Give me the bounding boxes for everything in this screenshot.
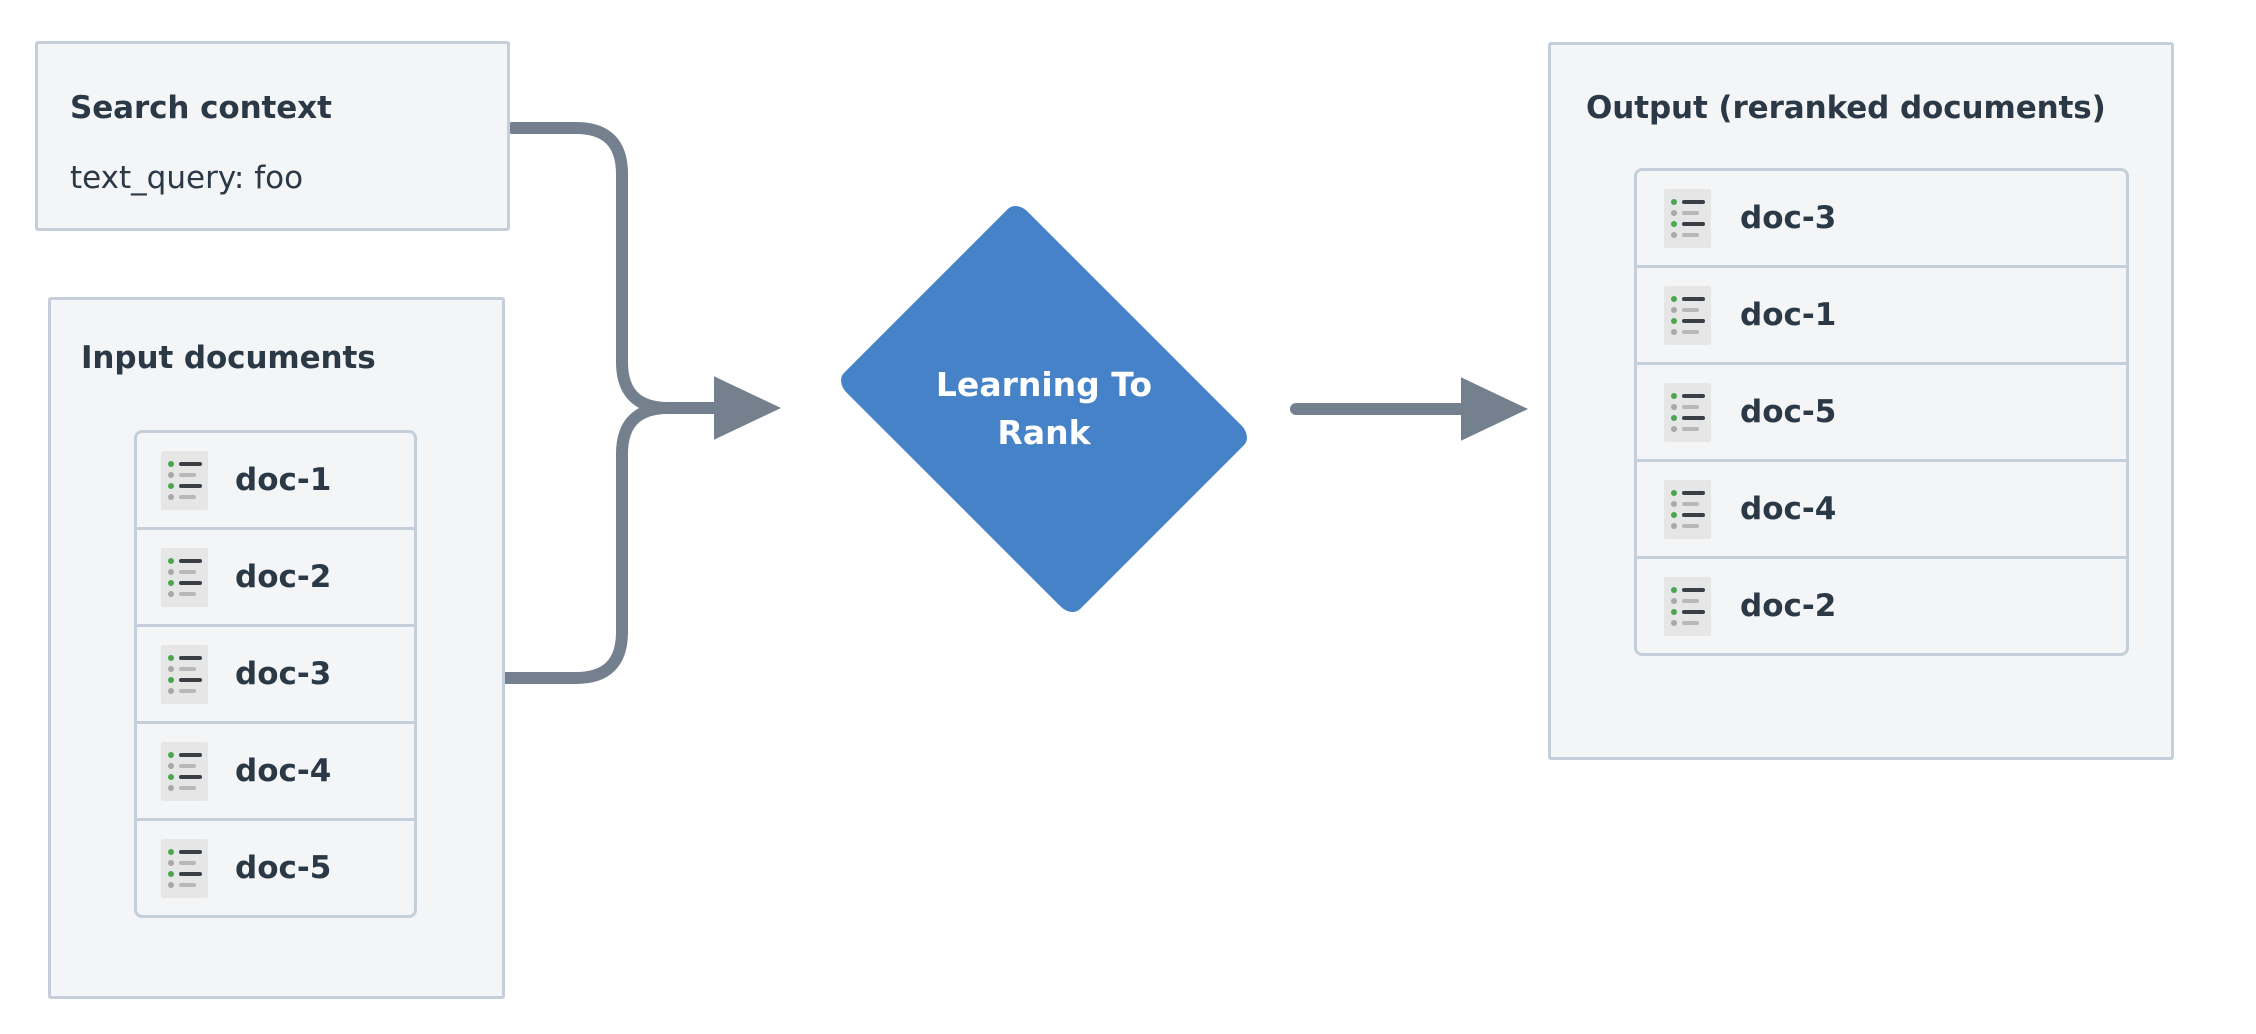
input-document-label: doc-1 — [235, 462, 332, 498]
input-document-row[interactable]: doc-3 — [134, 624, 417, 724]
input-document-row[interactable]: doc-1 — [134, 430, 417, 530]
document-list-icon — [161, 547, 208, 607]
document-list-icon — [1664, 576, 1711, 636]
search-context-text-query: text_query: foo — [70, 160, 304, 196]
learning-to-rank-label: Learning To Rank — [935, 365, 1153, 452]
document-list-icon — [1664, 479, 1711, 539]
document-list-icon — [1664, 188, 1711, 248]
document-list-icon — [161, 644, 208, 704]
input-document-label: doc-5 — [235, 850, 332, 886]
connector-search-context-to-ltr — [506, 122, 782, 440]
output-document-row[interactable]: doc-3 — [1634, 168, 2129, 268]
output-document-label: doc-4 — [1740, 491, 1837, 527]
input-document-label: doc-3 — [235, 656, 332, 692]
output-document-row[interactable]: doc-2 — [1634, 556, 2129, 656]
output-title: Output (reranked documents) — [1586, 90, 2106, 126]
document-list-icon — [1664, 382, 1711, 442]
search-context-panel: Search context text_query: foo — [35, 41, 510, 231]
input-documents-panel: Input documents doc-1 doc-2 — [48, 297, 505, 999]
output-document-label: doc-3 — [1740, 200, 1837, 236]
input-document-row[interactable]: doc-2 — [134, 527, 417, 627]
output-documents-list: doc-3 doc-1 doc-5 — [1634, 168, 2129, 656]
output-panel: Output (reranked documents) doc-3 — [1548, 42, 2174, 760]
document-list-icon — [1664, 285, 1711, 345]
input-document-label: doc-4 — [235, 753, 332, 789]
output-document-row[interactable]: doc-1 — [1634, 265, 2129, 365]
input-documents-title: Input documents — [81, 340, 376, 376]
document-list-icon — [161, 741, 208, 801]
input-document-label: doc-2 — [235, 559, 332, 595]
search-context-title: Search context — [70, 90, 332, 126]
output-document-row[interactable]: doc-4 — [1634, 459, 2129, 559]
input-document-row[interactable]: doc-4 — [134, 721, 417, 821]
input-documents-list: doc-1 doc-2 doc-3 — [134, 430, 417, 918]
connector-input-documents-to-ltr — [499, 402, 751, 684]
learning-to-rank-node[interactable]: Learning To Rank — [808, 200, 1280, 618]
input-document-row[interactable]: doc-5 — [134, 818, 417, 918]
output-document-row[interactable]: doc-5 — [1634, 362, 2129, 462]
output-document-label: doc-5 — [1740, 394, 1837, 430]
document-list-icon — [161, 838, 208, 898]
document-list-icon — [161, 450, 208, 510]
output-document-label: doc-2 — [1740, 588, 1837, 624]
output-document-label: doc-1 — [1740, 297, 1837, 333]
